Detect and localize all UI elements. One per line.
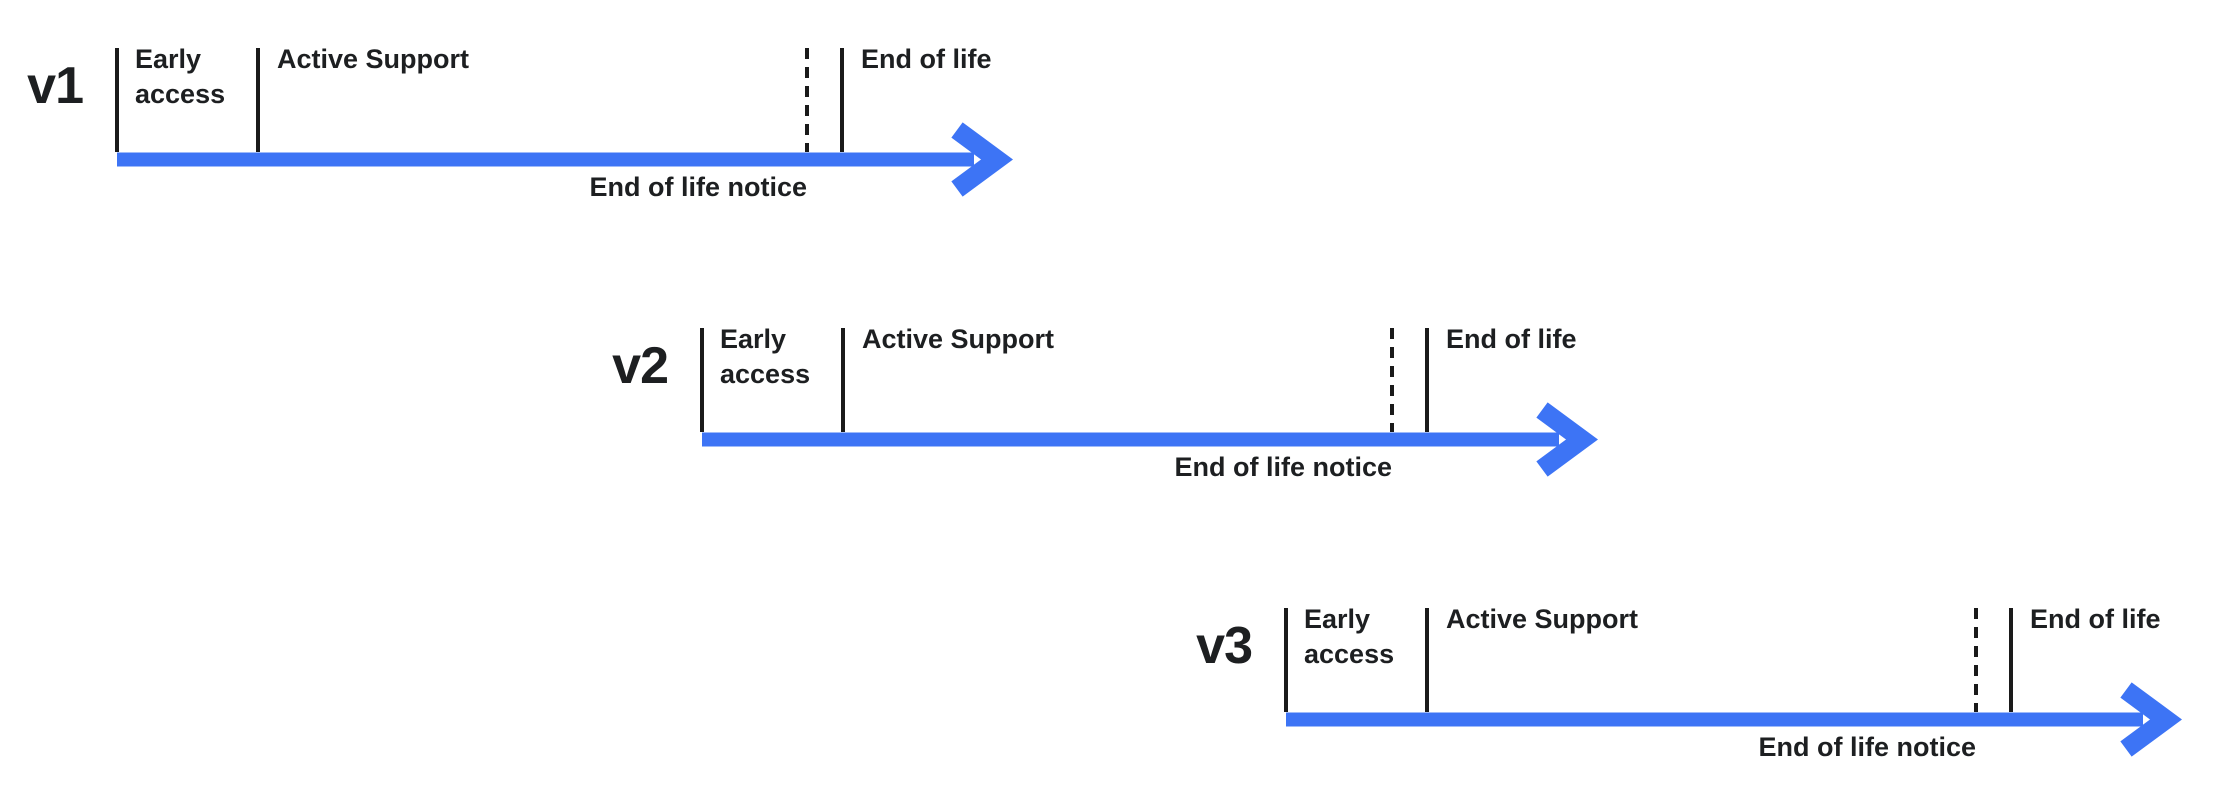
timeline-bar (1286, 712, 2143, 727)
timeline-arrow-graphic (115, 48, 1014, 197)
arrowhead-chevron (2120, 682, 2183, 757)
timeline-v3: v3 Early access Active Support End of li… (1196, 604, 2228, 808)
active-support-label: Active Support (1446, 604, 1639, 634)
end-of-life-notice-label: End of life notice (1174, 452, 1392, 482)
end-of-life-label: End of life (2030, 604, 2161, 634)
version-label: v3 (1196, 617, 1253, 675)
version-label: v1 (27, 57, 84, 115)
active-support-label: Active Support (277, 44, 470, 74)
early-access-label: Early access (720, 324, 811, 389)
timeline-arrow-graphic (1284, 608, 2183, 757)
version-label: v2 (612, 337, 669, 395)
end-of-life-label: End of life (1446, 324, 1577, 354)
end-of-life-label: End of life (861, 44, 992, 74)
timeline-v2: v2 Early access Active Support End of li… (612, 324, 1662, 528)
end-of-life-notice-label: End of life notice (1758, 732, 1976, 762)
timeline-bar (117, 152, 974, 167)
arrowhead-chevron (951, 122, 1014, 197)
active-support-label: Active Support (862, 324, 1055, 354)
early-access-label: Early access (1304, 604, 1395, 669)
arrowhead-chevron (1536, 402, 1599, 477)
timeline-v1: v1 Early access Active Support End of li… (27, 44, 1077, 248)
early-access-label: Early access (135, 44, 226, 109)
end-of-life-notice-label: End of life notice (589, 172, 807, 202)
timeline-bar (702, 432, 1559, 447)
timeline-arrow-graphic (700, 328, 1599, 477)
